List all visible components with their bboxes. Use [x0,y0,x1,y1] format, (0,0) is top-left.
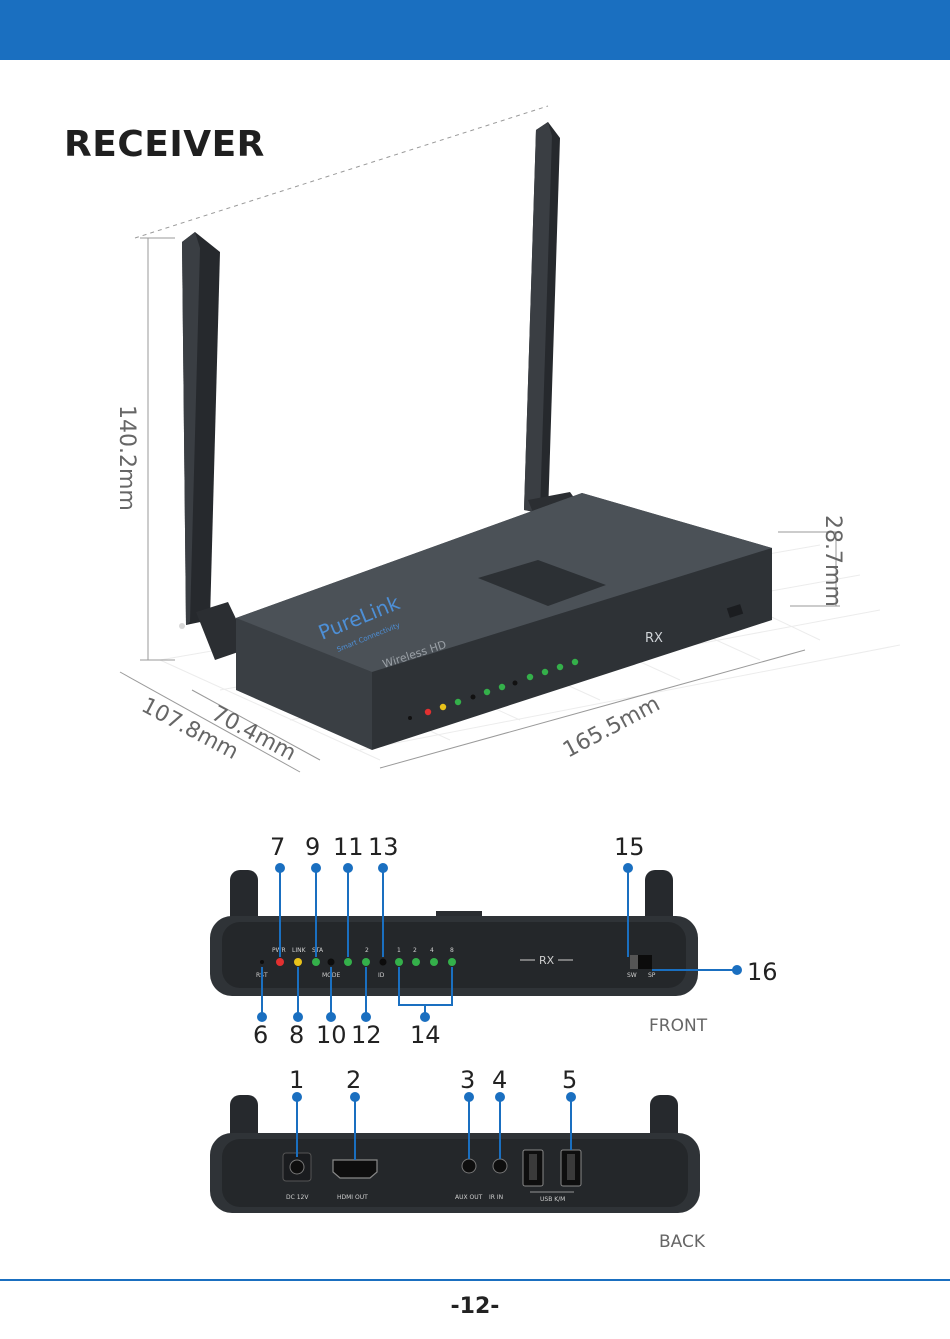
id-led-2 [362,958,370,966]
callout-1: 1 [289,1066,304,1094]
iso-rx-label: RX [645,631,663,646]
label-two: 2 [365,947,369,954]
label-sta: STA [312,947,324,954]
front-view-label: FRONT [649,1016,708,1036]
channel-led-8 [448,958,456,966]
label-b2: 2 [413,947,417,954]
label-aux: AUX OUT [455,1194,483,1201]
callout-15: 15 [614,833,645,861]
callout-14: 14 [410,1021,441,1049]
front-view-diagram: RST PWR LINK STA MODE 2 ID 1 2 4 8 RX SW… [0,830,950,1060]
aux-jack [462,1159,476,1173]
hdmi-port [333,1160,377,1178]
channel-led-4 [430,958,438,966]
footer-divider [0,1279,950,1281]
ir-jack [493,1159,507,1173]
callout-7: 7 [270,833,285,861]
callout-3: 3 [460,1066,475,1094]
dimension-thickness: 28.7mm [820,515,845,607]
back-view-diagram: DC 12V HDMI OUT AUX OUT IR IN USB K/M 1 … [0,1062,950,1262]
page-number: -12- [0,1294,950,1319]
label-b8: 8 [450,947,454,954]
callout-13: 13 [368,833,399,861]
callout-8: 8 [289,1021,304,1049]
mode-button [328,959,335,966]
callout-12: 12 [351,1021,382,1049]
channel-led-2 [412,958,420,966]
callout-16: 16 [747,958,778,986]
isometric-receiver-illustration: 140.2mm 28.7mm 107.8mm 70.4mm 165.5mm Pu… [0,90,950,810]
callout-9: 9 [305,833,320,861]
label-id: ID [378,972,385,979]
label-rx: RX [539,954,555,967]
callout-6: 6 [253,1021,268,1049]
back-view-label: BACK [659,1232,706,1252]
dimension-height: 140.2mm [114,405,139,511]
callout-4: 4 [492,1066,507,1094]
channel-led-1 [395,958,403,966]
dimension-width: 165.5mm [559,692,664,764]
back-callout-numbers: 1 2 3 4 5 [289,1066,577,1094]
id-led-1 [344,958,352,966]
label-pwr: PWR [272,947,286,954]
label-b4: 4 [430,947,434,954]
header-bar [0,0,950,60]
label-sp: SP [648,972,656,979]
label-usb: USB K/M [540,1196,565,1203]
id-button [380,959,387,966]
link-led [294,958,302,966]
pwr-led [276,958,284,966]
label-link: LINK [292,947,307,954]
callout-10: 10 [316,1021,347,1049]
callout-2: 2 [346,1066,361,1094]
label-one: 1 [397,947,401,954]
right-antenna [524,122,590,530]
rst-button [260,960,264,964]
label-dc: DC 12V [286,1194,309,1201]
label-ir: IR IN [489,1194,503,1201]
left-antenna [179,232,250,660]
receiver-body: PureLink Smart Connectivity Wireless HD … [236,493,772,750]
callout-11: 11 [333,833,364,861]
sta-led [312,958,320,966]
label-sw: SW [627,972,637,979]
callout-5: 5 [562,1066,577,1094]
label-hdmi: HDMI OUT [337,1194,368,1201]
